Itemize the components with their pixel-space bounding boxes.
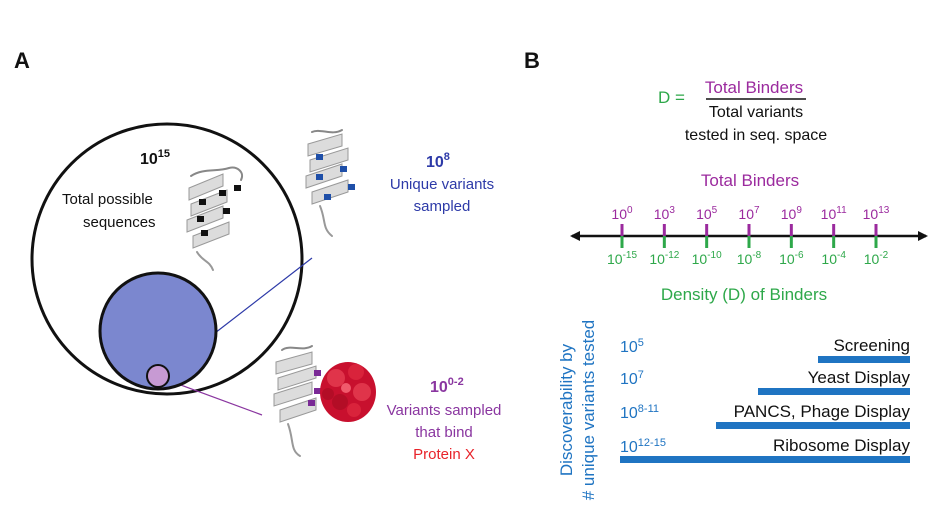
- bottom-tick-label: 10-15: [607, 250, 637, 267]
- bottom-axis-title: Density (D) of Binders: [661, 285, 827, 304]
- panel-a-label: A: [14, 48, 30, 73]
- method-variant-count: 1012-15: [620, 437, 666, 456]
- top-tick-label: 1013: [863, 205, 890, 222]
- method-row: 105 Screening: [620, 336, 910, 363]
- bottom-tick-label: 10-10: [692, 250, 722, 267]
- method-variant-count: 107: [620, 369, 644, 388]
- binders-connector-line: [169, 380, 263, 416]
- method-row: 107 Yeast Display: [620, 368, 910, 395]
- top-tick-label: 103: [654, 205, 676, 222]
- method-name: PANCS, Phage Display: [734, 402, 911, 421]
- bottom-tick-label: 10-2: [864, 250, 889, 267]
- total-sequences-line2: sequences: [83, 214, 156, 231]
- method-name: Yeast Display: [808, 368, 911, 387]
- total-count-label: 1015: [140, 148, 170, 168]
- binders-count-label: 100-2: [430, 376, 464, 396]
- protein-x-blob: [320, 362, 376, 422]
- discoverability-label-line2: # unique variants tested: [579, 320, 598, 501]
- top-tick-label: 1011: [821, 205, 847, 222]
- method-list: 105 Screening 107 Yeast Display 108-11 PANCS,…: [620, 336, 911, 463]
- formula-lhs: D =: [658, 88, 685, 107]
- binders-label-line1: Variants sampled: [387, 402, 502, 419]
- method-range-bar: [620, 456, 910, 463]
- method-variant-count: 108-11: [620, 403, 659, 422]
- panel-b-label: B: [524, 48, 540, 73]
- method-variant-count: 105: [620, 337, 644, 356]
- bottom-tick-label: 10-12: [649, 250, 679, 267]
- top-axis-title: Total Binders: [701, 171, 799, 190]
- method-row: 1012-15 Ribosome Display: [620, 436, 910, 463]
- bottom-tick-label: 10-6: [779, 250, 804, 267]
- protein-structure-sampled: [305, 129, 355, 237]
- formula-denominator-line1: Total variants: [709, 104, 803, 121]
- method-range-bar: [818, 356, 910, 363]
- method-row: 108-11 PANCS, Phage Display: [620, 402, 911, 429]
- protein-structure-binder: [273, 345, 321, 457]
- total-sequences-line1: Total possible: [62, 191, 153, 208]
- binders-label-line3: Protein X: [413, 446, 475, 463]
- top-tick-label: 105: [696, 205, 718, 222]
- method-range-bar: [758, 388, 910, 395]
- binders-circle: [146, 364, 170, 388]
- discoverability-axis-label: Discoverability by # unique variants tes…: [557, 320, 598, 501]
- binders-label-line2: that bind: [415, 424, 473, 441]
- top-tick-label: 107: [738, 205, 760, 222]
- sampled-count-label: 108: [426, 151, 450, 171]
- sampled-label-line1: Unique variants: [390, 176, 494, 193]
- sampled-connector-line: [214, 257, 313, 334]
- sampled-label-line2: sampled: [414, 198, 471, 215]
- formula-denominator-line2: tested in seq. space: [685, 127, 827, 144]
- formula-numerator: Total Binders: [705, 78, 803, 97]
- method-name: Screening: [833, 336, 910, 355]
- sampled-variants-circle: [98, 271, 218, 391]
- discoverability-label-line1: Discoverability by: [557, 343, 576, 476]
- method-name: Ribosome Display: [773, 436, 910, 455]
- top-tick-label: 109: [781, 205, 803, 222]
- method-range-bar: [716, 422, 910, 429]
- bottom-tick-label: 10-8: [737, 250, 762, 267]
- protein-structure-total: [186, 166, 243, 271]
- axis-ticks: 100 10-15 103 10-12 105 10-10 107 10-8 109 10-6 10…: [607, 205, 890, 267]
- bottom-tick-label: 10-4: [821, 250, 846, 267]
- top-tick-label: 100: [611, 205, 633, 222]
